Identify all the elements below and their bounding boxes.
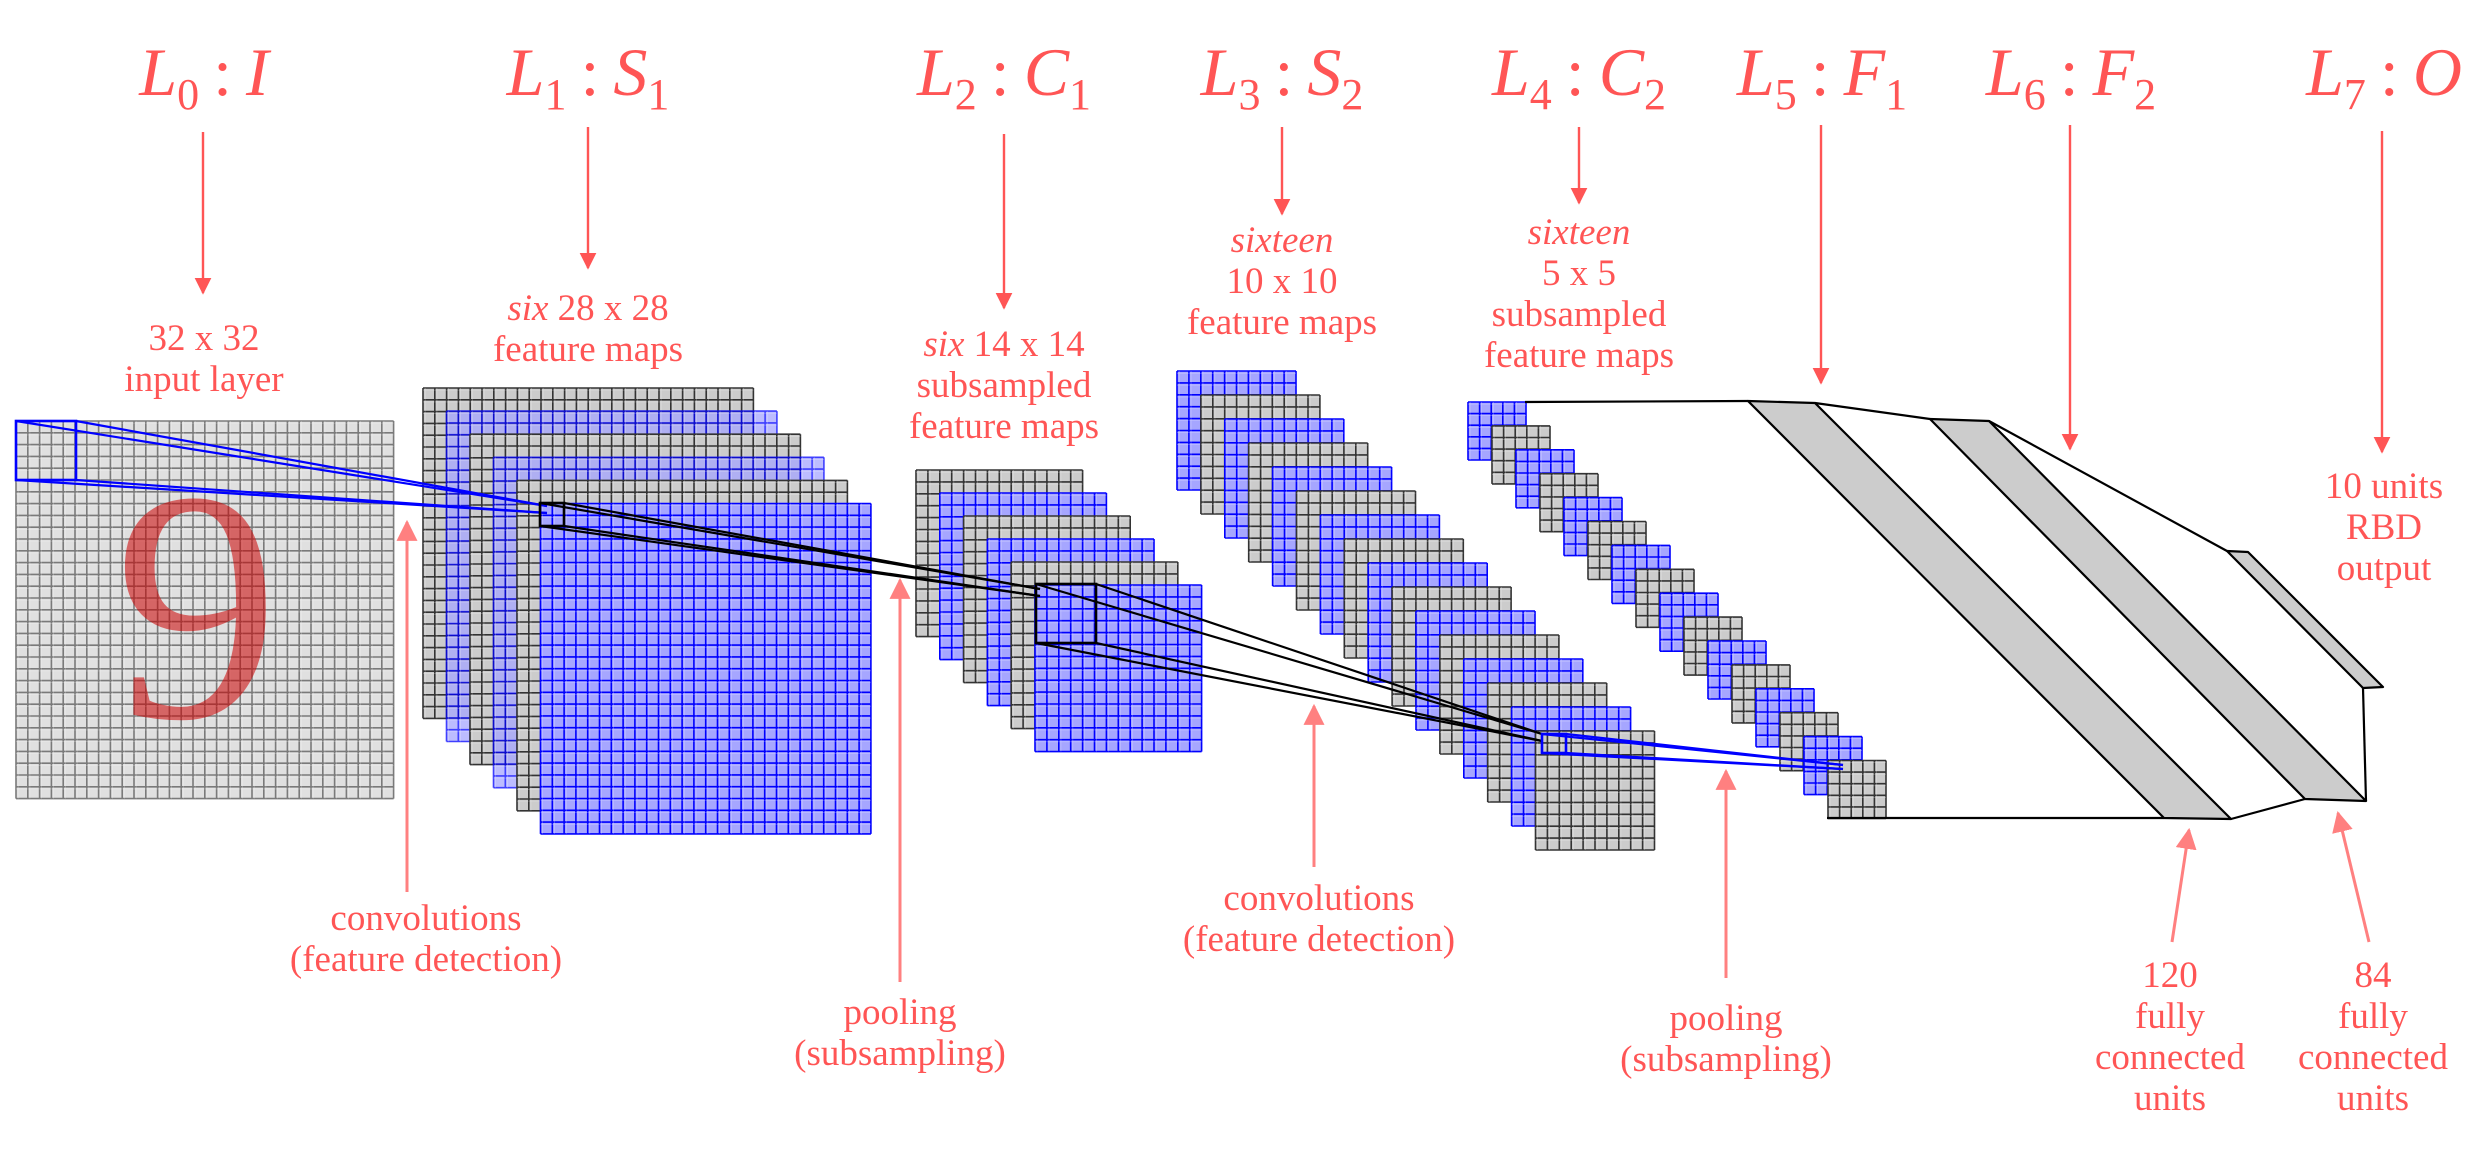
- layer-title-l4: L4:C2: [1491, 34, 1667, 119]
- feature-map: [1034, 584, 1203, 753]
- receptive-field-blue: [14, 419, 548, 515]
- fc-connector-line: [2230, 797, 2306, 821]
- fc-outline-top: [1524, 399, 1749, 404]
- input-layer-grid: 9: [15, 420, 395, 800]
- fc-connector-line: [1814, 401, 1931, 421]
- receptive-field-lines: [14, 419, 1844, 771]
- feature-map-stacks: [422, 370, 1887, 851]
- layer-title-l3: L3:S2: [1200, 34, 1364, 119]
- feature-map: [539, 502, 872, 835]
- receptive-field-blue: [1540, 732, 1844, 771]
- layer-title-l0: L0:I: [139, 34, 269, 119]
- stack-c1: [915, 469, 1203, 753]
- layer-title-l1: L1:S1: [506, 34, 670, 119]
- output-layer-10-band: [2225, 549, 2385, 690]
- operation-label-conv2: convolutions(feature detection): [1182, 878, 1456, 960]
- operation-label-conv1: convolutions(feature detection): [289, 898, 563, 980]
- receptive-field-black: [1034, 582, 1543, 743]
- layer-title-l6: L6:F2: [1985, 34, 2157, 119]
- annotation-arrows: [194, 125, 2391, 982]
- layer-title-l5: L5:F1: [1736, 34, 1908, 119]
- arrow-fc2-up-icon: [2332, 810, 2371, 943]
- receptive-field-black: [538, 501, 1041, 598]
- arrow-fc1-up-icon: [2170, 827, 2197, 943]
- layer-title-l2: L2:C1: [916, 34, 1092, 119]
- fc-connector-line: [1988, 420, 2228, 552]
- layer-title-l7: L7:O: [2306, 34, 2462, 119]
- feature-map: [1534, 730, 1656, 851]
- fc-connector-line: [2361, 687, 2368, 802]
- stack-s2: [1176, 370, 1656, 851]
- fully-connected-section: [1524, 399, 2385, 821]
- stack-c2: [1467, 401, 1887, 820]
- operation-label-pool1: pooling(subsampling): [794, 992, 1006, 1074]
- operation-label-pool2: pooling(subsampling): [1620, 998, 1832, 1080]
- digit-nine-glyph: 9: [114, 424, 279, 789]
- stack-s1: [422, 387, 872, 835]
